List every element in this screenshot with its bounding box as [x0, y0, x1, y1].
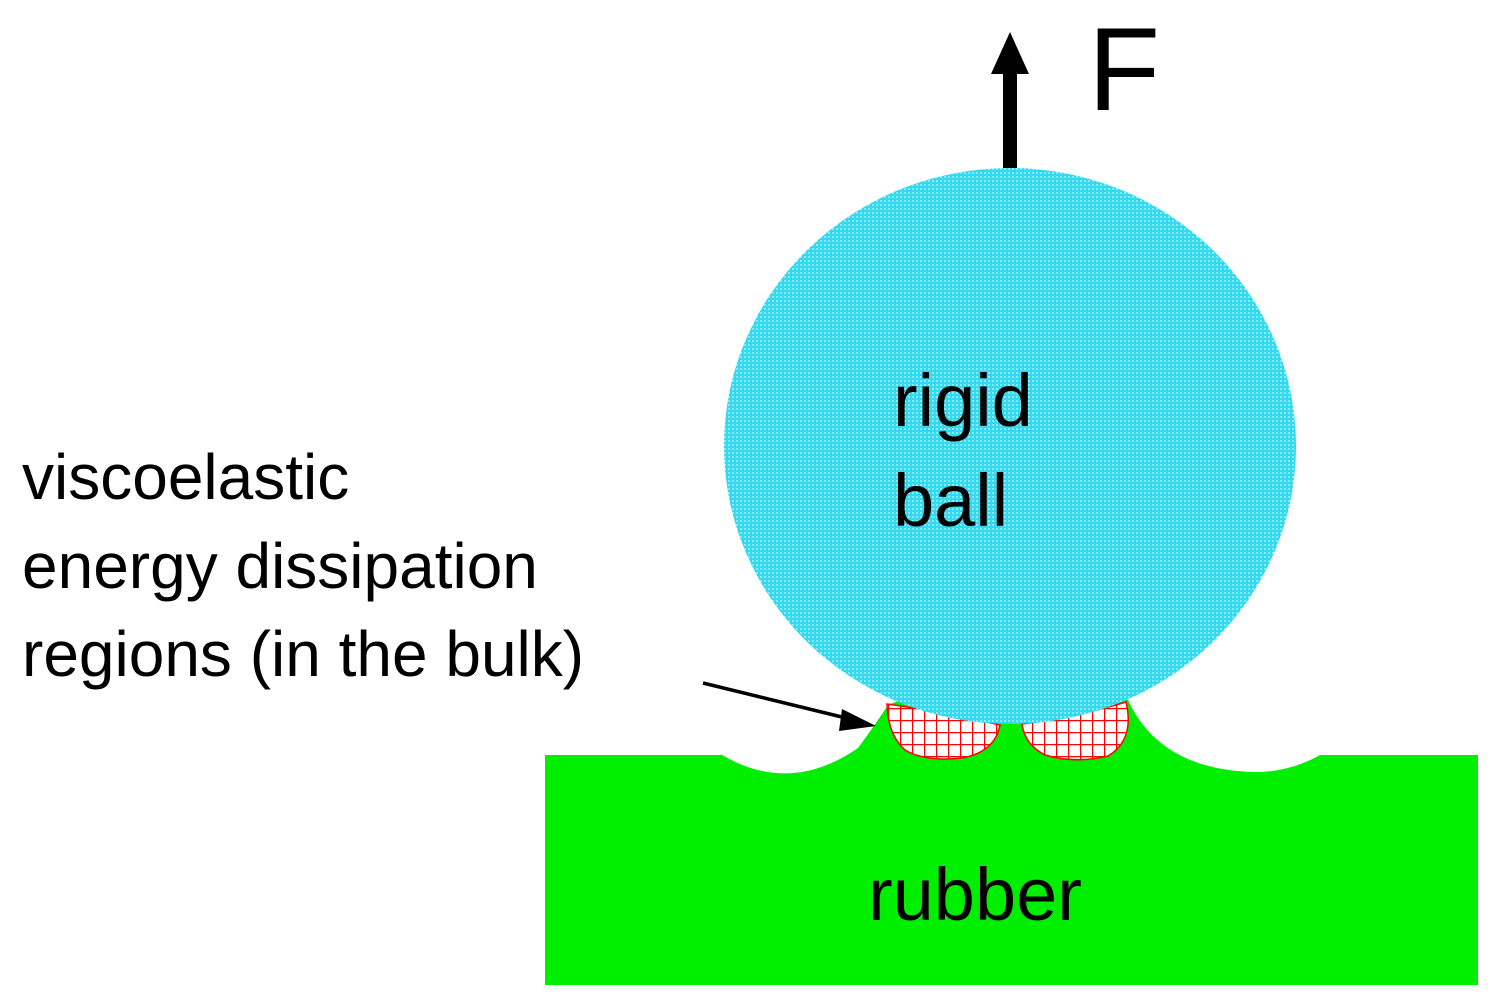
rubber-label: rubber: [868, 853, 1082, 936]
annotation-pointer-line: [702, 681, 851, 721]
rubber-block: [545, 691, 1478, 985]
ball-label-line2: ball: [893, 459, 1008, 542]
ball-label-line1: rigid: [893, 359, 1033, 442]
annotation-line2: energy dissipation: [22, 530, 538, 602]
rigid-ball: [724, 168, 1296, 724]
force-arrow-head: [991, 32, 1029, 74]
force-label: F: [1088, 4, 1160, 136]
annotation-line3: regions (in the bulk): [22, 618, 584, 690]
annotation-pointer-head: [839, 709, 876, 731]
annotation-line1: viscoelastic: [22, 441, 349, 513]
